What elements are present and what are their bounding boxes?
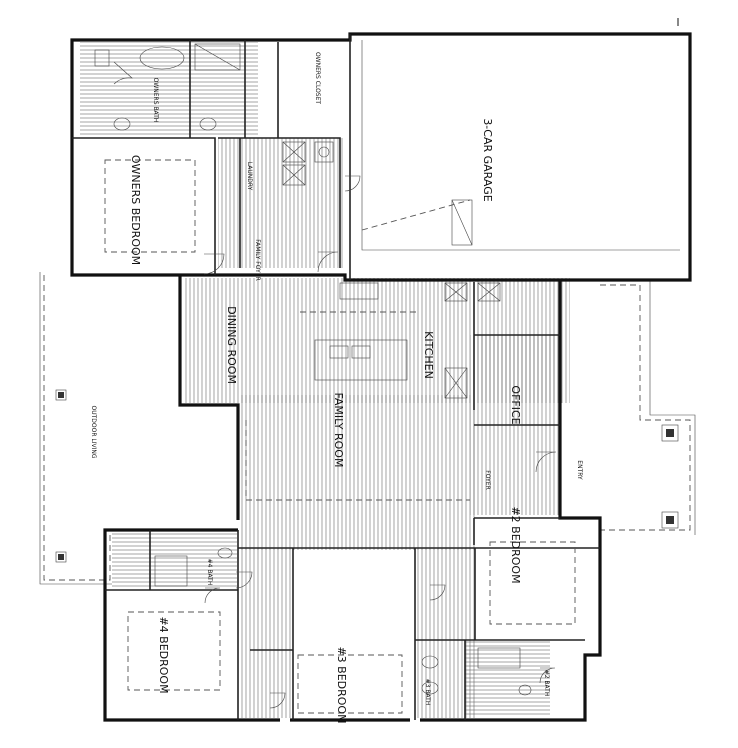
outdoor-living-patio [39, 272, 112, 585]
room-label-kitchen: KITCHEN [422, 331, 435, 379]
covered-porch [590, 279, 696, 535]
room-label-owners-bedroom: OWNERS BEDROOM [129, 155, 142, 265]
owners-bath-fixtures [94, 43, 241, 131]
room-label-family-foyer: FAMILY FOYER [254, 239, 261, 281]
room-label-foyer: FOYER [484, 470, 491, 489]
room-label-bedroom3: #3 BEDROOM [335, 646, 348, 723]
room-label-bedroom4: #4 BEDROOM [157, 616, 170, 693]
room-label-bath3: #3 BATH [424, 679, 431, 706]
room-label-garage: 3-CAR GARAGE [481, 118, 494, 201]
room-label-dining: DINING ROOM [225, 306, 238, 384]
room-label-owners-closet: OWNERS CLOSET [314, 52, 321, 104]
room-label-office: OFFICE [509, 385, 522, 424]
room-label-family-room: FAMILY ROOM [332, 393, 345, 468]
room-label-laundry: LAUNDRY [246, 162, 253, 191]
garage-details [361, 40, 680, 251]
interior-walls [72, 34, 600, 720]
kitchen-fixtures [314, 282, 501, 399]
room-label-bath4: #4 BATH [206, 559, 213, 586]
door-swings [113, 61, 557, 709]
room-label-outdoor-living: OUTDOOR LIVING [90, 405, 97, 458]
ceiling-outlines [104, 159, 576, 714]
room-label-bedroom2: #2 BEDROOM [509, 506, 522, 583]
bath-fixtures [154, 547, 532, 696]
room-label-owners-bath: OWNERS BATH [152, 78, 159, 123]
room-label-entry: ENTRY [576, 460, 583, 480]
room-label-bath2: #2 BATH [543, 670, 550, 697]
laundry-fixtures [282, 141, 334, 186]
